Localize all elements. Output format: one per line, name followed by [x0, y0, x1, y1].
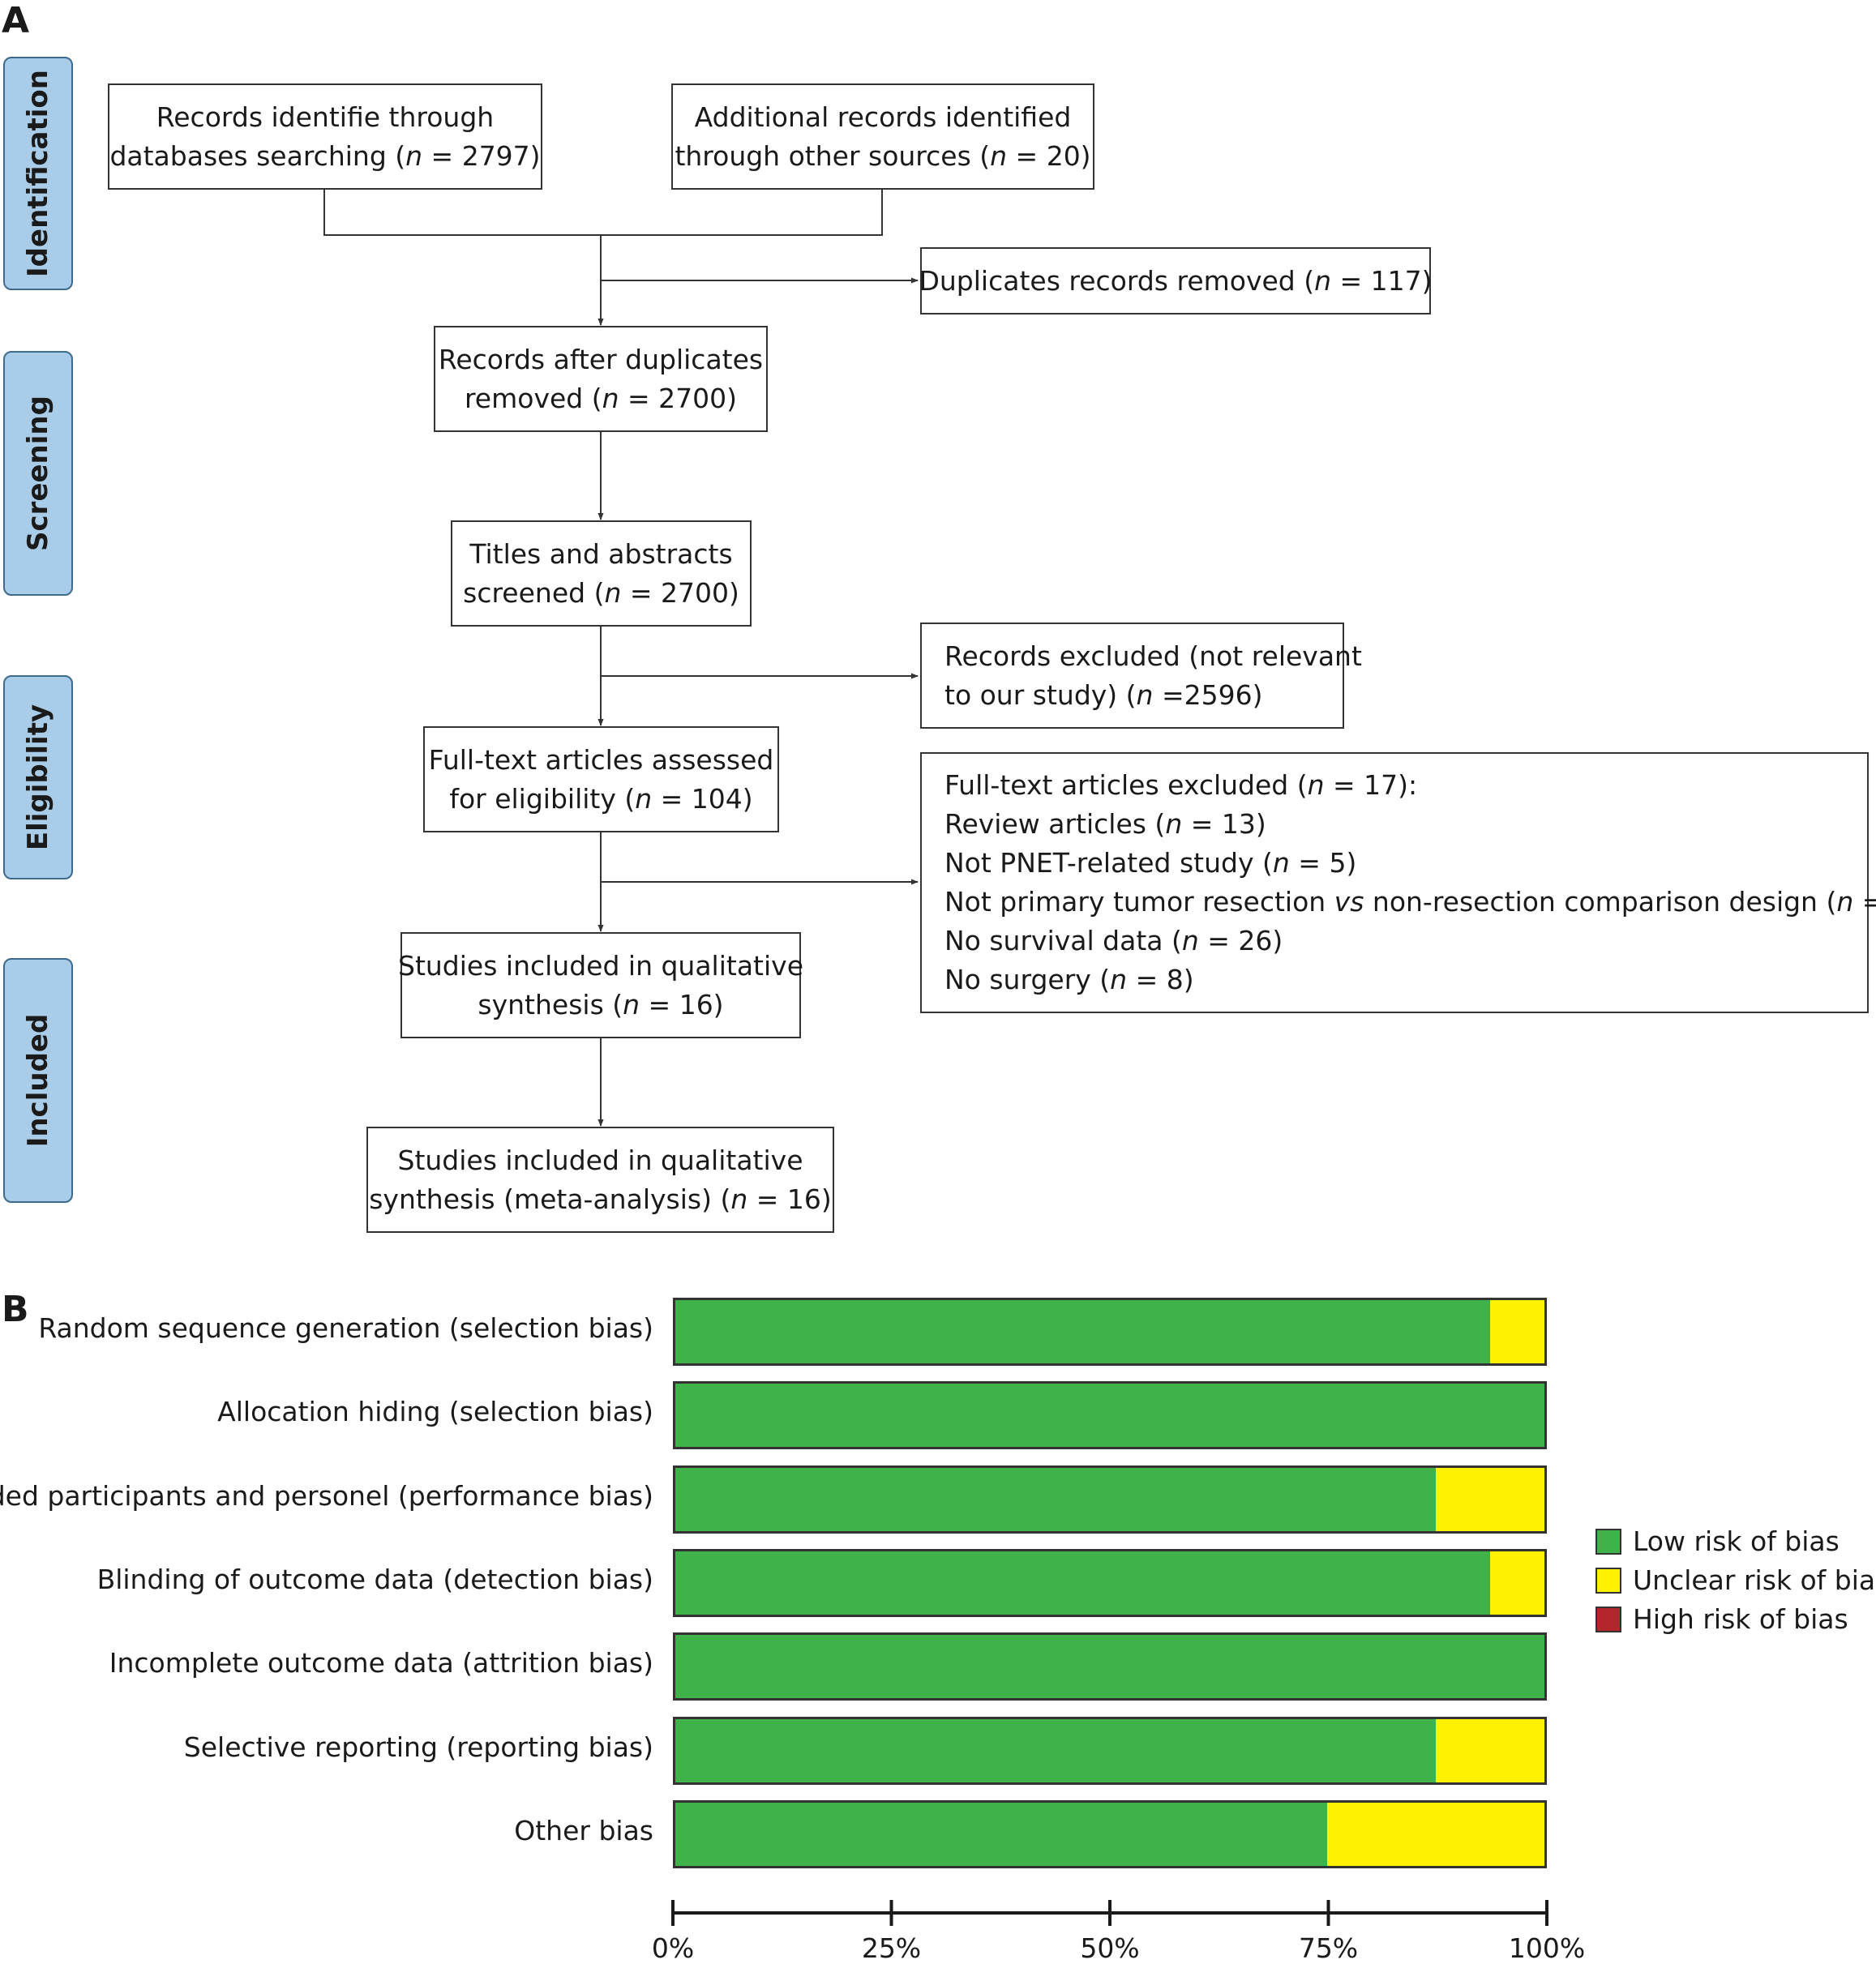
bar-segment-low-risk-of-bias: [675, 1718, 1436, 1782]
box-full-text-assessed: Full-text articles assessed for eligibil…: [423, 726, 779, 832]
legend-item: Low risk of bias: [1595, 1525, 1840, 1557]
bar-segment-low-risk-of-bias: [675, 1384, 1544, 1448]
bar-segment-unclear-risk-of-bias: [1490, 1551, 1544, 1615]
box-screened: Titles and abstracts screened (n = 2700): [451, 520, 752, 627]
legend-swatch: [1595, 1606, 1621, 1632]
box-line: through other sources (n = 20): [675, 139, 1091, 172]
bar-track: [673, 1298, 1547, 1366]
bar-track: [673, 1799, 1547, 1868]
category-label: Selective reporting (reporting bias): [183, 1731, 653, 1763]
box-line: Full-text articles assessed: [428, 743, 774, 776]
bar-segment-unclear-risk-of-bias: [1327, 1802, 1544, 1866]
bar-track: [673, 1465, 1547, 1534]
legend-label: High risk of bias: [1633, 1603, 1848, 1635]
box-qualitative-synthesis: Studies included in qualitative synthesi…: [398, 932, 803, 1038]
bar-segment-unclear-risk-of-bias: [1436, 1718, 1544, 1782]
box-line: Not primary tumor resection vs non-resec…: [944, 886, 1876, 918]
bar-track: [673, 1548, 1547, 1617]
box-line: for eligibility (n = 104): [449, 782, 753, 815]
bar-track: [673, 1381, 1547, 1450]
box-line: Review articles (n = 13): [944, 808, 1266, 840]
x-tick-label: 50%: [1080, 1932, 1140, 1964]
legend-swatch: [1595, 1528, 1621, 1555]
x-tick-label: 0%: [651, 1932, 695, 1964]
box-line: to our study) (n =2596): [944, 678, 1263, 711]
legend-label: Low risk of bias: [1633, 1525, 1840, 1557]
box-line: Full-text articles excluded (n = 17):: [944, 769, 1418, 801]
legend-swatch: [1595, 1567, 1621, 1594]
bar-segment-low-risk-of-bias: [675, 1300, 1490, 1363]
bar-track: [673, 1716, 1547, 1785]
box-database-search: Records identifie through databases sear…: [108, 83, 542, 190]
box-line: removed (n = 2700): [464, 382, 738, 414]
category-label: Blinded participants and personel (perfo…: [0, 1479, 653, 1512]
x-tick-label: 25%: [861, 1932, 922, 1964]
bar-segment-low-risk-of-bias: [675, 1551, 1490, 1615]
box-full-text-excluded: Full-text articles excluded (n = 17): Re…: [920, 752, 1876, 1013]
box-after-duplicates: Records after duplicates removed (n = 27…: [434, 326, 768, 432]
box-line: Records identifie through: [156, 101, 495, 133]
x-tick-label: 100%: [1508, 1932, 1586, 1964]
box-line: Studies included in qualitative: [397, 1144, 803, 1176]
box-line: Records after duplicates: [438, 343, 764, 375]
stage-identification: Identification: [3, 57, 73, 290]
bar-segment-unclear-risk-of-bias: [1490, 1300, 1544, 1363]
box-line: Not PNET-related study (n = 5): [944, 847, 1357, 879]
stage-included: Included: [3, 958, 73, 1203]
category-label: Incomplete outcome data (attrition bias): [109, 1647, 653, 1679]
box-line: Duplicates records removed (n = 117): [919, 264, 1433, 297]
panel-a-letter: A: [2, 0, 30, 41]
legend-item: Unclear risk of bias: [1595, 1564, 1876, 1596]
category-label: Other bias: [514, 1814, 653, 1846]
box-duplicates-removed: Duplicates records removed (n = 117): [919, 247, 1433, 314]
box-line: No survival data (n = 26): [944, 925, 1283, 956]
stage-screening: Screening: [3, 351, 73, 596]
bar-segment-unclear-risk-of-bias: [1436, 1467, 1544, 1531]
box-excluded-not-relevant: Records excluded (not relevant to our st…: [920, 623, 1362, 729]
merge-connector: [323, 188, 883, 236]
box-line: Records excluded (not relevant: [944, 640, 1362, 672]
legend-label: Unclear risk of bias: [1633, 1564, 1876, 1596]
x-axis: [671, 1900, 1548, 1926]
box-line: Additional records identified: [694, 101, 1072, 133]
bar-segment-low-risk-of-bias: [675, 1635, 1544, 1699]
category-label: Allocation hiding (selection bias): [217, 1396, 653, 1428]
box-line: No surgery (n = 8): [944, 964, 1194, 995]
panel-b-letter: B: [2, 1289, 29, 1330]
box-line: synthesis (meta-analysis) (n = 16): [369, 1183, 832, 1215]
legend-item: High risk of bias: [1595, 1603, 1848, 1635]
category-label: Random sequence generation (selection bi…: [38, 1312, 653, 1344]
x-tick-label: 75%: [1298, 1932, 1359, 1964]
bar-segment-low-risk-of-bias: [675, 1802, 1327, 1866]
bar-segment-low-risk-of-bias: [675, 1467, 1436, 1531]
category-label: Blinding of outcome data (detection bias…: [96, 1563, 653, 1595]
box-other-sources: Additional records identified through ot…: [671, 83, 1094, 190]
box-line: screened (n = 2700): [463, 576, 739, 609]
box-line: databases searching (n = 2797): [109, 139, 541, 172]
box-meta-analysis: Studies included in qualitative synthesi…: [366, 1127, 834, 1233]
box-line: Titles and abstracts: [469, 537, 733, 570]
box-line: Studies included in qualitative: [398, 949, 803, 982]
flow-connectors: [323, 188, 919, 1127]
box-line: synthesis (n = 16): [478, 988, 724, 1020]
stage-eligibility: Eligibility: [3, 675, 73, 879]
bar-track: [673, 1632, 1547, 1701]
